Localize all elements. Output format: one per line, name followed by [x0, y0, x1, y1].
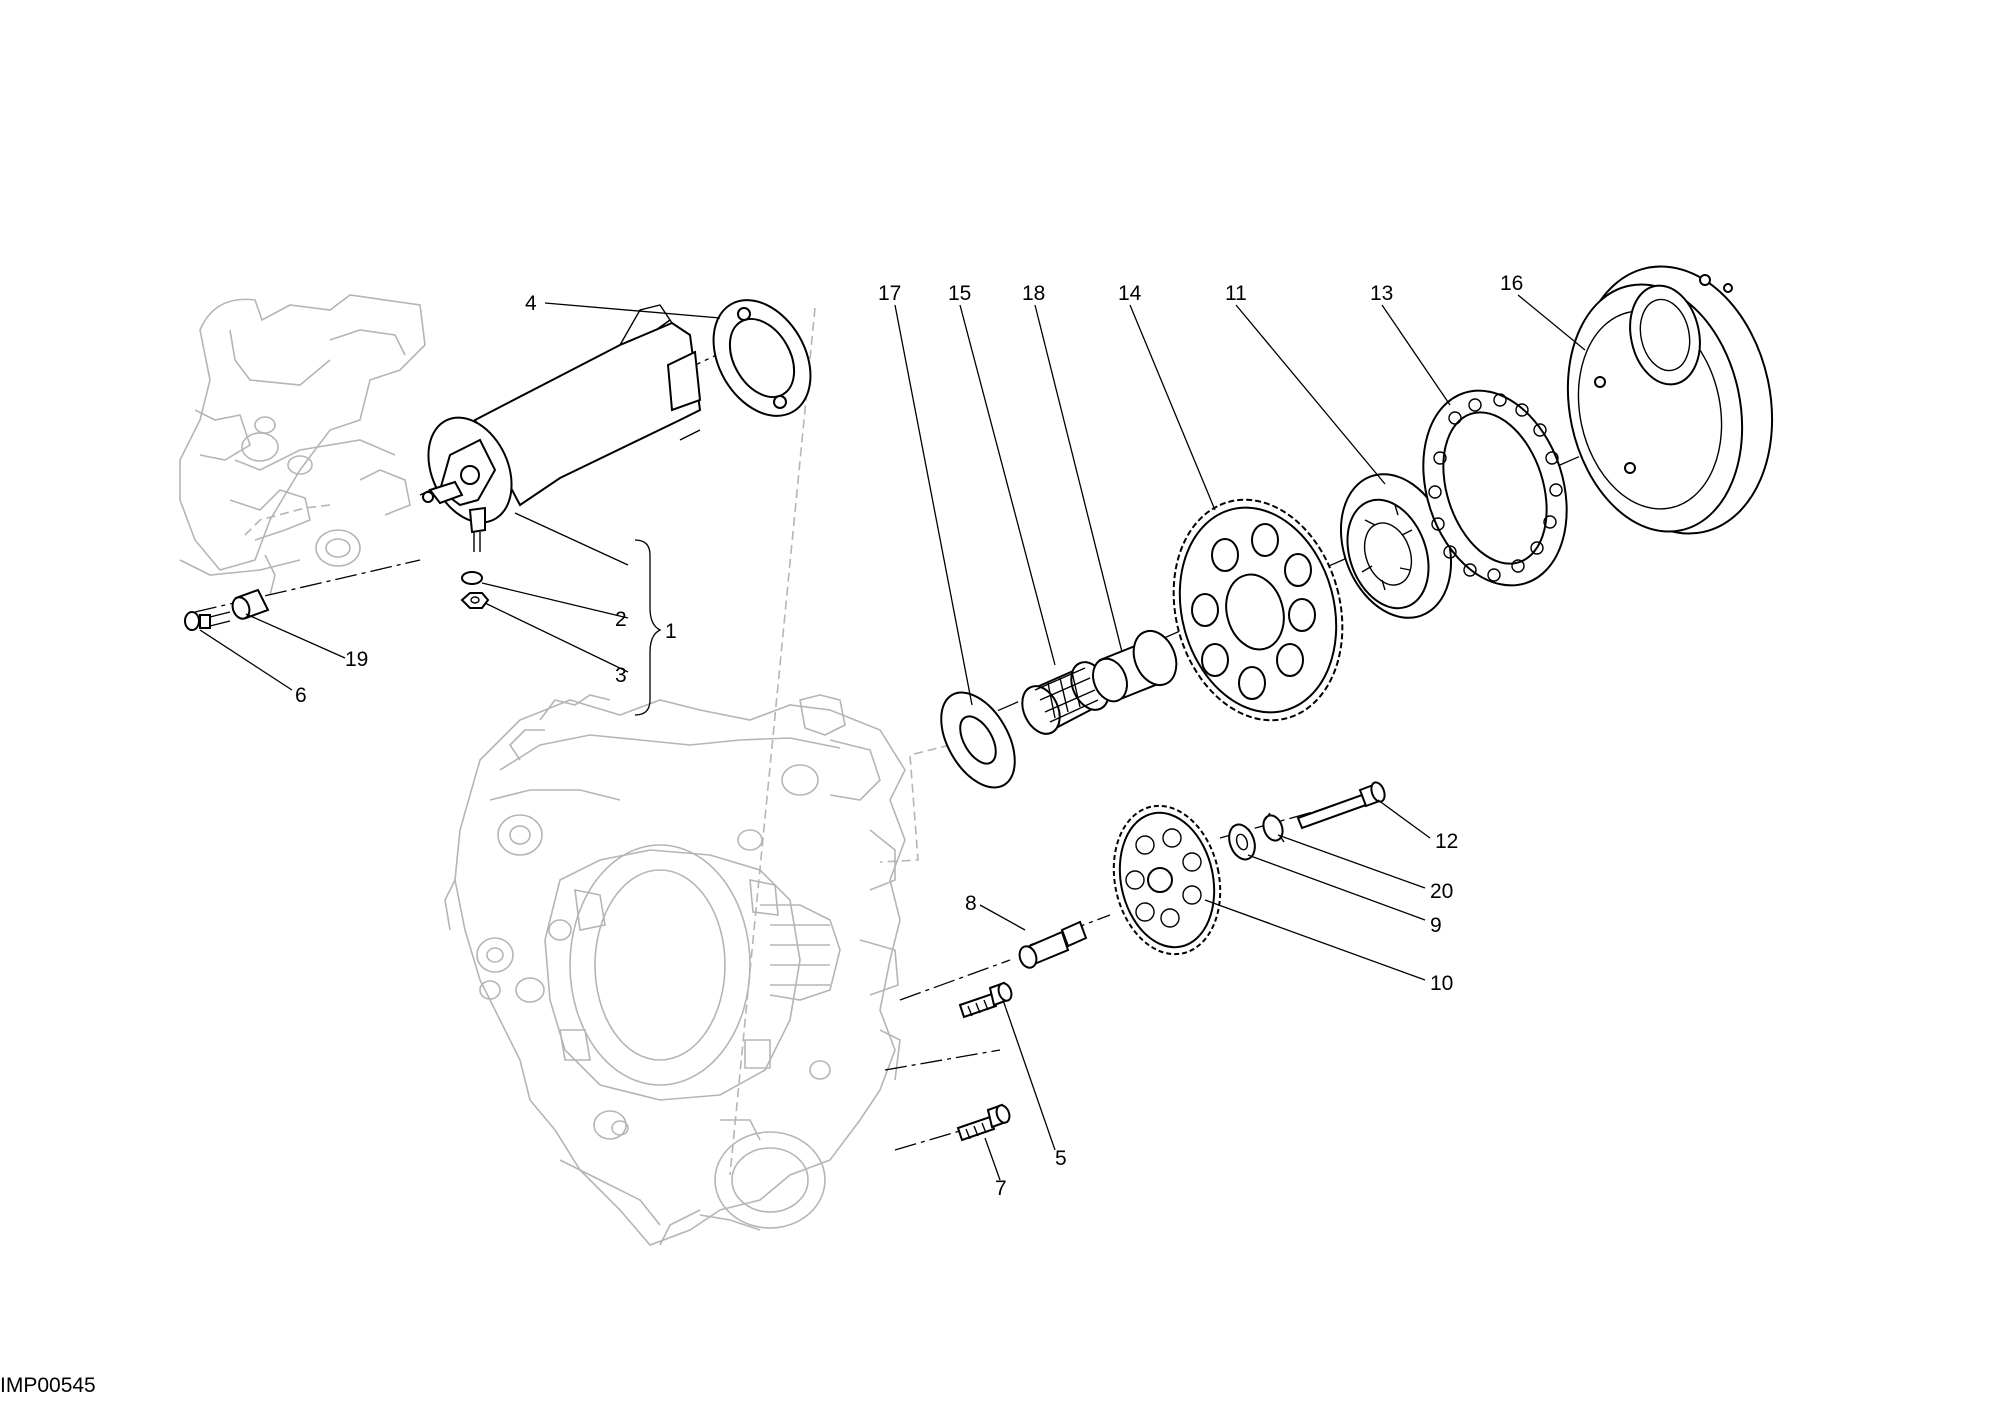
callout-5: 5 [1055, 1147, 1067, 1170]
thrust-washer-part-17 [940, 691, 1016, 789]
callout-20: 20 [1430, 880, 1453, 903]
freewheel-part-11 [1339, 473, 1453, 619]
callout-8: 8 [965, 892, 977, 915]
group-brace [634, 539, 662, 716]
roller-ring-rollers [1428, 393, 1563, 582]
washer-part-9 [1228, 823, 1256, 861]
callout-1: 1 [665, 620, 677, 643]
starter-motor [422, 304, 702, 552]
screw-part-5 [958, 981, 1013, 1019]
washer-part-2 [461, 571, 483, 585]
nut-part-3 [460, 592, 490, 609]
callout-4: 4 [525, 292, 537, 315]
assembly-axis-lines [194, 324, 1641, 1151]
flywheel-part-16 [1566, 265, 1774, 535]
callout-3: 3 [615, 664, 627, 687]
callout-19: 19 [345, 648, 368, 671]
screw-part-6 [184, 611, 231, 631]
callout-7: 7 [995, 1177, 1007, 1200]
spacer-part-19 [231, 588, 270, 620]
leader-lines [199, 294, 1586, 1181]
callout-17: 17 [878, 282, 901, 305]
callout-10: 10 [1430, 972, 1453, 995]
roller-ring-part-13 [1422, 389, 1568, 587]
figure-code: IMP00545 [0, 1374, 96, 1397]
starter-gear-part-14 [1172, 498, 1344, 722]
engine-crankcase-outline [179, 294, 951, 1246]
callout-12: 12 [1435, 830, 1458, 853]
callout-6: 6 [295, 684, 307, 707]
callout-16: 16 [1500, 272, 1523, 295]
long-bolt-part-12 [1296, 781, 1386, 830]
screw-part-7 [956, 1103, 1011, 1142]
callout-15: 15 [948, 282, 971, 305]
shaft-pin-part-8 [1018, 920, 1088, 969]
callout-14: 14 [1118, 282, 1142, 305]
intermediate-gear-part-10 [1112, 804, 1222, 956]
callout-labels: 4 1 2 3 19 6 17 15 18 14 11 13 16 12 20 … [295, 272, 1523, 1200]
callout-11: 11 [1225, 282, 1247, 305]
callout-13: 13 [1370, 282, 1393, 305]
bushing-part-18 [1092, 629, 1178, 703]
callout-2: 2 [615, 608, 627, 631]
lock-washer-part-20 [1262, 812, 1285, 843]
gasket-flange-part-4 [712, 299, 812, 417]
callout-9: 9 [1430, 914, 1442, 937]
callout-18: 18 [1022, 282, 1045, 305]
